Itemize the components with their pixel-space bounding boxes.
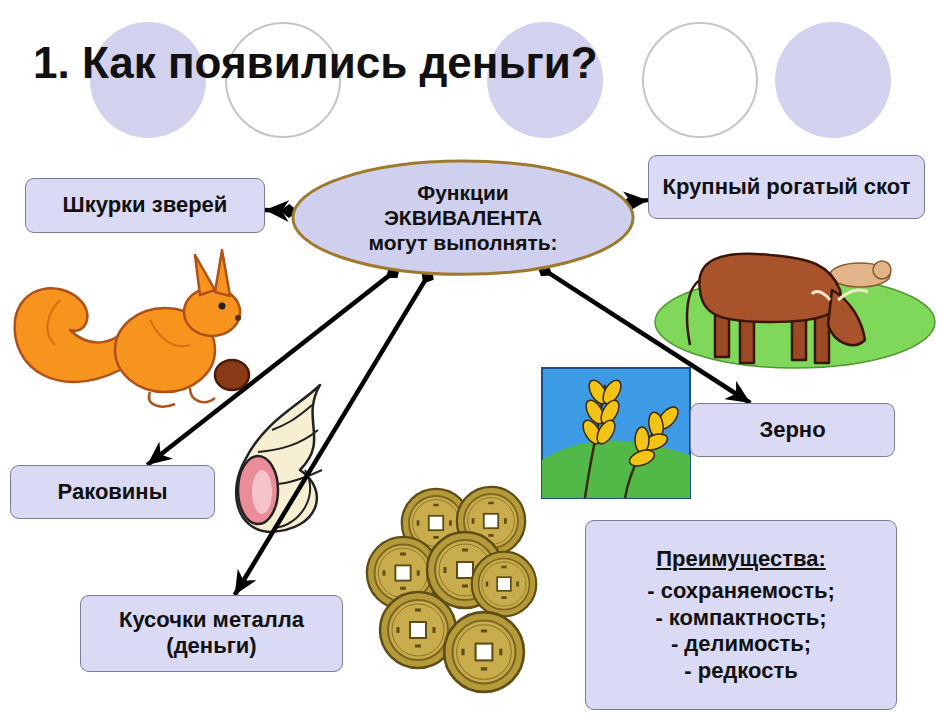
squirrel-picture-part <box>235 315 241 321</box>
coins-picture-part <box>472 552 537 617</box>
equivalent-arrow <box>545 270 751 403</box>
grain-picture-part-part <box>635 427 649 453</box>
label-box: Кусочки металла (деньги) <box>80 595 343 672</box>
page-title: 1. Как появились деньги? <box>33 38 598 88</box>
advantages-item: - сохраняемость; <box>647 578 835 604</box>
advantages-item: - делимость; <box>647 631 835 657</box>
node-label: Раковины <box>58 479 168 505</box>
shell-picture <box>236 385 322 532</box>
grain-picture-part <box>542 368 690 498</box>
text-holder: Раковины <box>58 479 168 505</box>
shell-picture-part <box>252 470 272 514</box>
node-label: Функции ЭКВИВАЛЕНТА могут выполнять: <box>356 180 571 256</box>
equivalent-arrow <box>265 208 289 213</box>
node-label: Зерно <box>759 417 825 443</box>
text-holder: Функции ЭКВИВАЛЕНТА могут выполнять: <box>356 180 571 256</box>
grain-picture-part <box>542 441 690 498</box>
advantages-item: - редкость <box>647 658 835 684</box>
coins-picture-part <box>444 612 524 692</box>
squirrel-picture-part <box>149 388 215 407</box>
equivalent-ellipse: Функции ЭКВИВАЛЕНТА могут выполнять: <box>288 158 638 277</box>
equivalent-arrow <box>632 200 648 202</box>
coins-picture <box>367 487 536 692</box>
cow-picture-part-part <box>828 290 865 345</box>
label-box: Крупный рогатый скот <box>648 155 925 219</box>
grain-picture-part <box>579 377 681 469</box>
grain-picture <box>542 368 690 498</box>
squirrel-picture-part <box>215 250 230 296</box>
grain-picture-part-part <box>593 417 618 447</box>
equivalent-arrow <box>235 276 428 595</box>
decor-circles-part <box>775 22 891 138</box>
node-label: Крупный рогатый скот <box>663 174 911 200</box>
cow-picture-part-part <box>699 254 840 322</box>
cow-picture-part-part <box>687 280 700 345</box>
squirrel-picture-part <box>150 320 190 346</box>
equivalent-arrow <box>147 272 393 465</box>
squirrel-picture-part <box>215 360 249 390</box>
squirrel-picture-part <box>15 288 130 382</box>
advantages-item: - компактность; <box>647 605 835 631</box>
node-label: Кусочки металла (деньги) <box>92 607 331 660</box>
label-box: Раковины <box>10 465 215 519</box>
node-label: Шкурки зверей <box>63 192 228 218</box>
decor-circles-part <box>643 23 757 137</box>
label-box: Шкурки зверей <box>25 178 265 233</box>
text-holder: Шкурки зверей <box>63 192 228 218</box>
advantages-box: Преимущества: - сохраняемость;- компактно… <box>585 520 897 710</box>
squirrel-picture-part <box>219 303 226 310</box>
cow-picture <box>655 254 935 368</box>
squirrel-picture-part <box>195 255 215 295</box>
ellipse-shape <box>293 161 633 274</box>
cow-picture-part <box>687 254 868 363</box>
squirrel-picture-part <box>184 288 240 336</box>
grain-picture-part-part <box>627 447 656 469</box>
cow-picture-part <box>873 261 891 279</box>
text-holder: Крупный рогатый скот <box>663 174 911 200</box>
squirrel-picture-part <box>47 300 60 345</box>
shell-picture-part <box>238 456 278 524</box>
text-holder: Преимущества: - сохраняемость;- компактно… <box>647 546 835 684</box>
text-holder: Кусочки металла (деньги) <box>92 607 331 660</box>
squirrel-picture <box>15 250 249 407</box>
text-holder: Зерно <box>759 417 825 443</box>
cow-picture-part-part <box>812 290 868 300</box>
advantages-heading: Преимущества: <box>647 546 835 572</box>
label-box: Зерно <box>690 403 895 457</box>
shell-picture-part <box>236 385 320 532</box>
